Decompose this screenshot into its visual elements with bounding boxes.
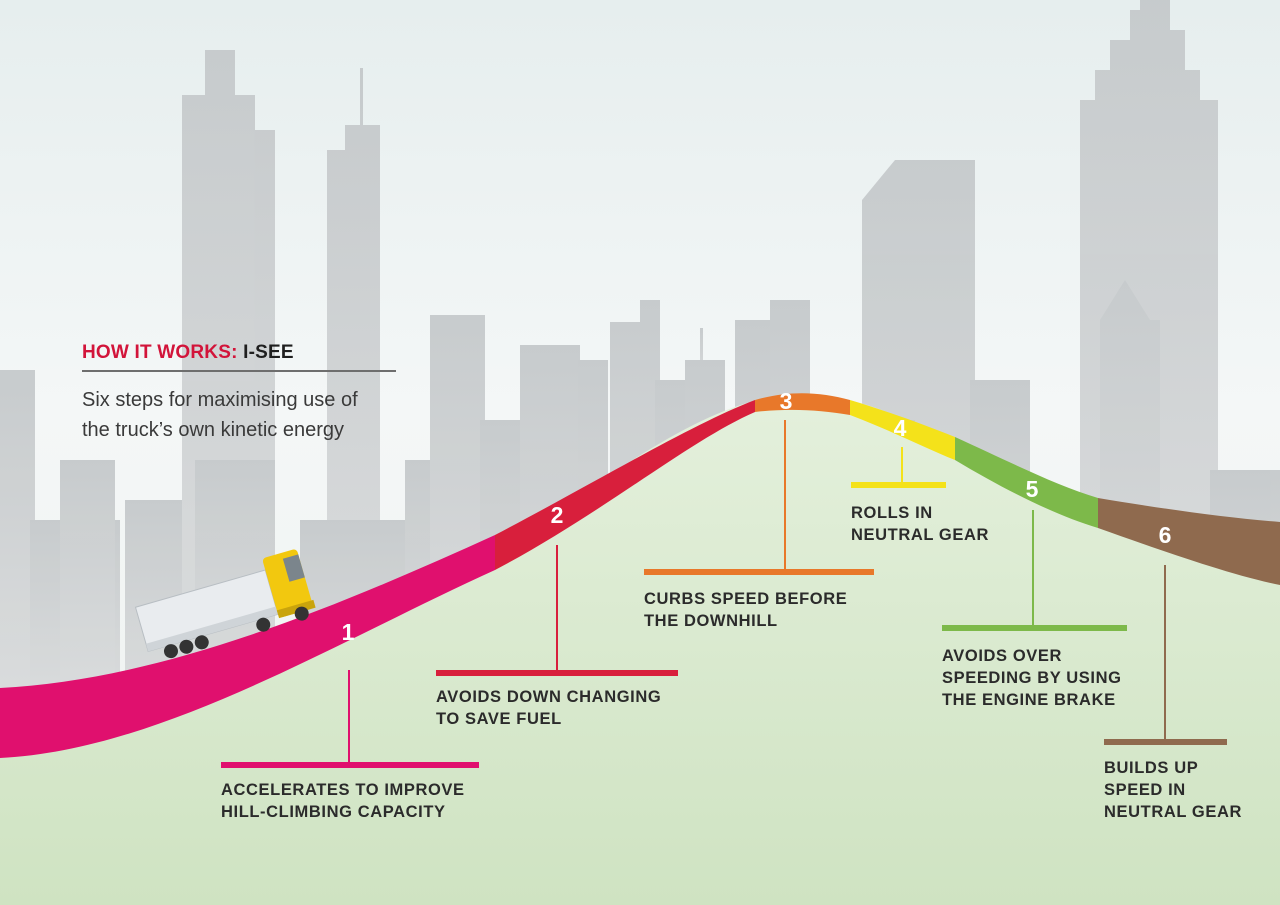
- callouts: [221, 420, 1227, 768]
- road-segment-4: [850, 400, 955, 460]
- step-label-3: CURBS SPEED BEFORE THE DOWNHILL: [644, 588, 847, 632]
- step-label-3-line-1: CURBS SPEED BEFORE: [644, 590, 848, 608]
- step-number-4: 4: [894, 415, 907, 441]
- subtitle-line-1: Six steps for maximising use of: [82, 389, 358, 411]
- step-label-2-line-1: AVOIDS DOWN CHANGING: [436, 688, 662, 706]
- step-number-5: 5: [1026, 476, 1039, 502]
- step-number-3: 3: [780, 388, 793, 414]
- step-label-6-line-2: SPEED IN: [1104, 781, 1186, 799]
- title-accent: HOW IT WORKS:: [82, 342, 238, 363]
- road-segment-2: [495, 400, 755, 570]
- truck-icon: [134, 549, 316, 659]
- step-number-6: 6: [1159, 522, 1172, 548]
- step-label-5-line-1: AVOIDS OVER: [942, 647, 1062, 665]
- step-label-2: AVOIDS DOWN CHANGING TO SAVE FUEL: [436, 686, 661, 730]
- step-label-3-line-2: THE DOWNHILL: [644, 612, 778, 630]
- road-segment-6: [1098, 498, 1280, 585]
- step-label-6: BUILDS UP SPEED IN NEUTRAL GEAR: [1104, 757, 1242, 823]
- step-label-5-line-2: SPEEDING BY USING: [942, 669, 1122, 687]
- step-label-2-line-2: TO SAVE FUEL: [436, 710, 562, 728]
- subtitle: Six steps for maximising use of the truc…: [82, 385, 412, 445]
- step-label-1-line-2: HILL-CLIMBING CAPACITY: [221, 803, 446, 821]
- road-segment-5: [955, 437, 1098, 528]
- subtitle-line-2: the truck’s own kinetic energy: [82, 419, 344, 441]
- title-rest: I-SEE: [237, 342, 294, 363]
- step-label-1: ACCELERATES TO IMPROVE HILL-CLIMBING CAP…: [221, 779, 465, 823]
- step-label-5-line-3: THE ENGINE BRAKE: [942, 691, 1116, 709]
- step-label-4-line-2: NEUTRAL GEAR: [851, 526, 989, 544]
- page-title: HOW IT WORKS: I-SEE: [82, 342, 294, 364]
- step-label-6-line-3: NEUTRAL GEAR: [1104, 803, 1242, 821]
- step-label-6-line-1: BUILDS UP: [1104, 759, 1199, 777]
- step-number-2: 2: [551, 502, 564, 528]
- road: [0, 393, 1280, 758]
- step-label-1-line-1: ACCELERATES TO IMPROVE: [221, 781, 465, 799]
- road-segment-3: [755, 393, 850, 415]
- ground: [0, 394, 1280, 905]
- road-segment-1: [0, 535, 495, 758]
- step-number-1: 1: [342, 619, 355, 645]
- step-label-4-line-1: ROLLS IN: [851, 504, 933, 522]
- title-divider: [82, 370, 396, 372]
- step-label-5: AVOIDS OVER SPEEDING BY USING THE ENGINE…: [942, 645, 1122, 711]
- step-label-4: ROLLS IN NEUTRAL GEAR: [851, 502, 989, 546]
